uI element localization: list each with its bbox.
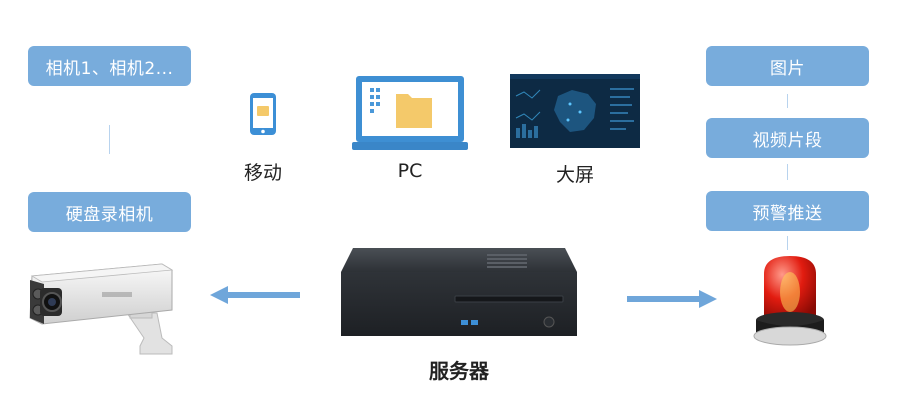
cameras-label: 相机1、相机2... (45, 58, 174, 79)
mobile-phone-icon (250, 93, 276, 135)
bigscreen-label: 大屏 (555, 164, 594, 186)
alert-push-box: 预警推送 (706, 191, 869, 231)
arrow-to-camera (210, 286, 300, 304)
right-connector-line-1 (787, 94, 788, 108)
alarm-light-icon (753, 256, 827, 346)
video-clip-label: 视频片段 (752, 130, 823, 151)
laptop-pc-icon (352, 76, 468, 150)
server-icon (341, 248, 577, 336)
pc-label: PC (397, 160, 423, 182)
picture-box: 图片 (706, 46, 869, 86)
left-connector-line (109, 125, 110, 154)
right-connector-line-2 (787, 164, 788, 180)
hdd-camera-label: 硬盘录相机 (65, 204, 154, 225)
video-clip-box: 视频片段 (706, 118, 869, 158)
big-screen-dashboard-icon (510, 74, 640, 148)
mobile-label: 移动 (243, 162, 282, 184)
cameras-box: 相机1、相机2... (28, 46, 191, 86)
right-connector-line-3 (787, 236, 788, 250)
hdd-camera-box: 硬盘录相机 (28, 192, 191, 232)
alert-push-label: 预警推送 (752, 203, 823, 224)
server-label: 服务器 (429, 359, 489, 383)
arrow-to-alarm (627, 290, 717, 308)
surveillance-camera-icon (29, 263, 174, 355)
picture-label: 图片 (770, 58, 805, 79)
